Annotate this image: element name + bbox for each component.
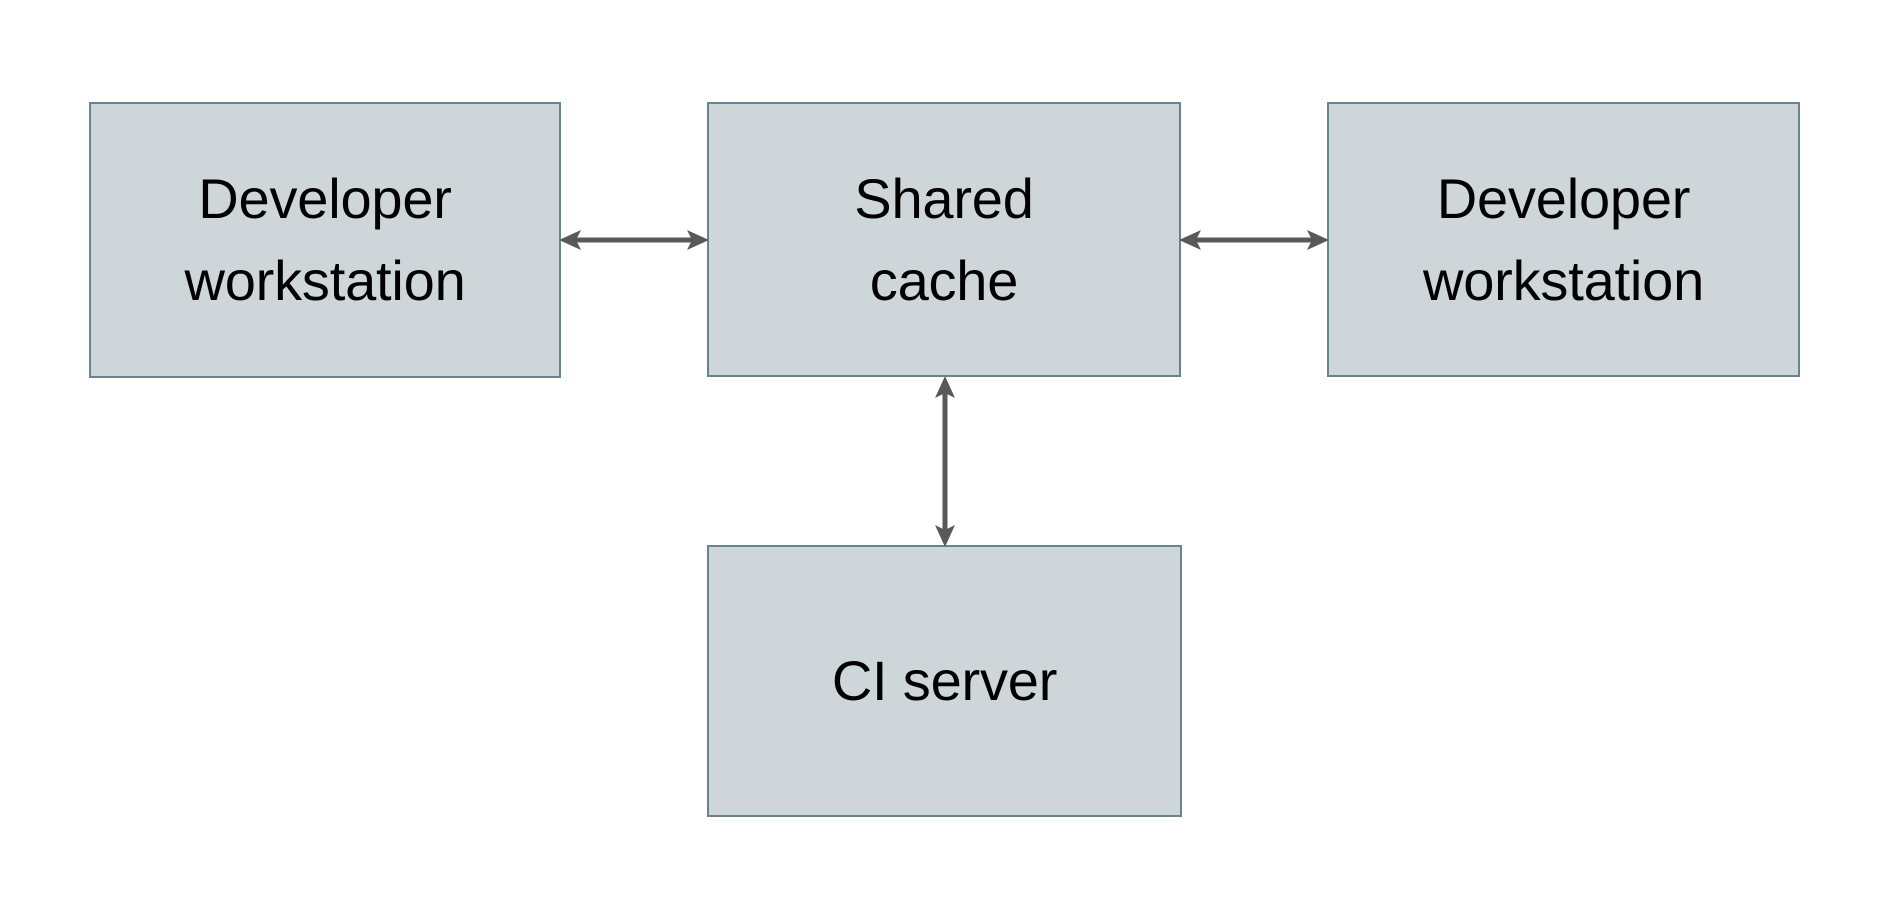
node-shared-cache[interactable]: Shared cache [707, 102, 1181, 377]
edge-shared-cache-to-ci-server[interactable] [917, 372, 973, 551]
node-developer-workstation-right[interactable]: Developer workstation [1327, 102, 1800, 377]
double-arrow-vertical-icon [935, 376, 955, 547]
double-arrow-horizontal-icon [1179, 230, 1329, 250]
node-developer-workstation-left[interactable]: Developer workstation [89, 102, 561, 378]
node-label: Developer workstation [1422, 166, 1705, 312]
edge-developer-left-to-shared-cache[interactable] [555, 212, 713, 268]
edge-shared-cache-to-developer-right[interactable] [1175, 212, 1333, 268]
node-ci-server[interactable]: CI server [707, 545, 1182, 817]
node-label: Developer workstation [184, 167, 466, 312]
double-arrow-horizontal-icon [559, 230, 709, 250]
node-label: Shared cache [854, 166, 1034, 312]
node-label: CI server [831, 649, 1058, 713]
